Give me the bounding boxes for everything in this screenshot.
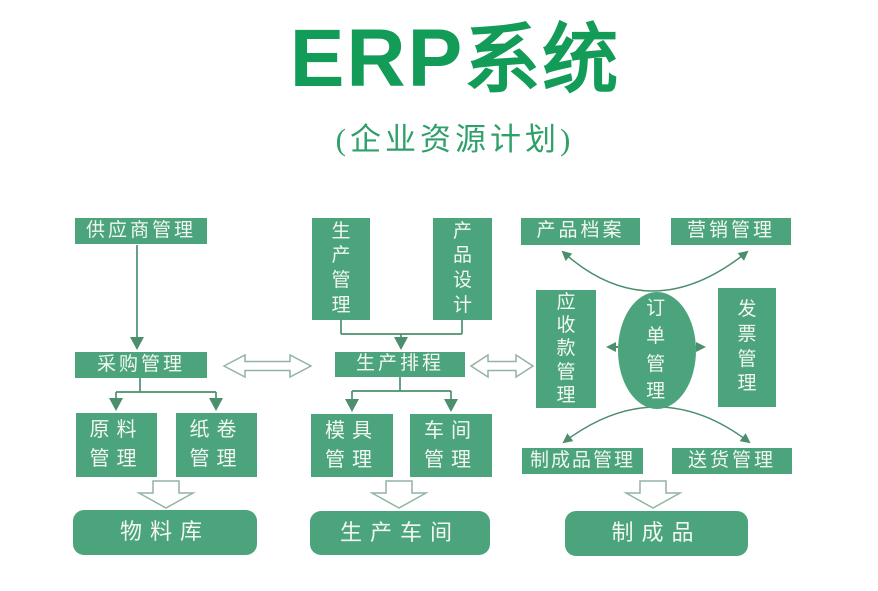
node-label: 物料库 [119,519,210,545]
node-label: 订单管理 [646,298,669,403]
node-label: 车间管理 [424,419,478,471]
node-label: 纸卷管理 [189,419,244,470]
node-production-scheduling: 生产排程 [335,352,465,377]
node-label: 生产管理 [331,220,351,316]
node-purchasing-management: 采购管理 [75,352,207,378]
node-receivables-management: 应收款管理 [536,290,596,408]
title-erp: ERP [289,13,465,104]
node-production-management: 生产管理 [312,218,370,320]
node-raw-material-management: 原料管理 [76,413,157,477]
node-workshop-management: 车间管理 [410,414,492,477]
double-arrow-scheduling-receivables [469,353,535,379]
node-delivery-management: 送货管理 [672,448,792,474]
node-label: 生产车间 [339,519,460,545]
arc-order-to-top-boxes [561,250,749,292]
node-mold-management: 模具管理 [311,414,393,477]
node-label: 制成品 [611,520,702,546]
node-finished-goods: 制成品 [565,511,748,556]
node-order-management: 订单管理 [618,292,696,409]
page-subtitle: (企业资源计划) [335,122,575,157]
hollow-down-arrow-material-warehouse [136,480,196,509]
node-label: 送货管理 [687,449,776,471]
node-label: 供应商管理 [85,219,196,241]
diagram-header: ERP系统 (企业资源计划) [16,18,878,159]
node-finished-goods-management: 制成品管理 [522,448,643,474]
page-title: ERP系统 [16,18,878,100]
node-production-workshop: 生产车间 [310,511,490,555]
node-label: 模具管理 [325,419,379,471]
node-label: 应收款管理 [556,292,576,406]
arrow-production-merge [340,320,463,350]
node-label: 生产排程 [355,353,444,375]
node-paper-roll-management: 纸卷管理 [176,413,257,477]
double-arrow-purchasing-scheduling [222,353,313,379]
title-system: 系统 [464,19,621,103]
node-label: 采购管理 [96,353,185,375]
node-label: 原料管理 [89,419,144,470]
node-invoice-management: 发票管理 [718,288,776,407]
node-material-warehouse: 物料库 [73,510,257,555]
hollow-down-arrow-production-workshop [369,480,429,509]
node-label: 发票管理 [737,299,757,395]
node-supplier-management: 供应商管理 [75,218,207,244]
node-label: 产品档案 [536,220,625,242]
arrow-scheduling-branch [345,377,458,412]
node-label: 产品设计 [452,220,472,316]
node-product-archive: 产品档案 [521,218,640,245]
node-label: 制成品管理 [529,449,635,471]
node-label: 营销管理 [686,220,775,242]
node-marketing-management: 营销管理 [671,218,791,245]
arrow-purchasing-branch [109,378,223,411]
hollow-down-arrow-finished-goods [623,480,683,509]
node-product-design: 产品设计 [433,218,492,320]
arc-order-to-bottom-boxes [562,406,751,444]
